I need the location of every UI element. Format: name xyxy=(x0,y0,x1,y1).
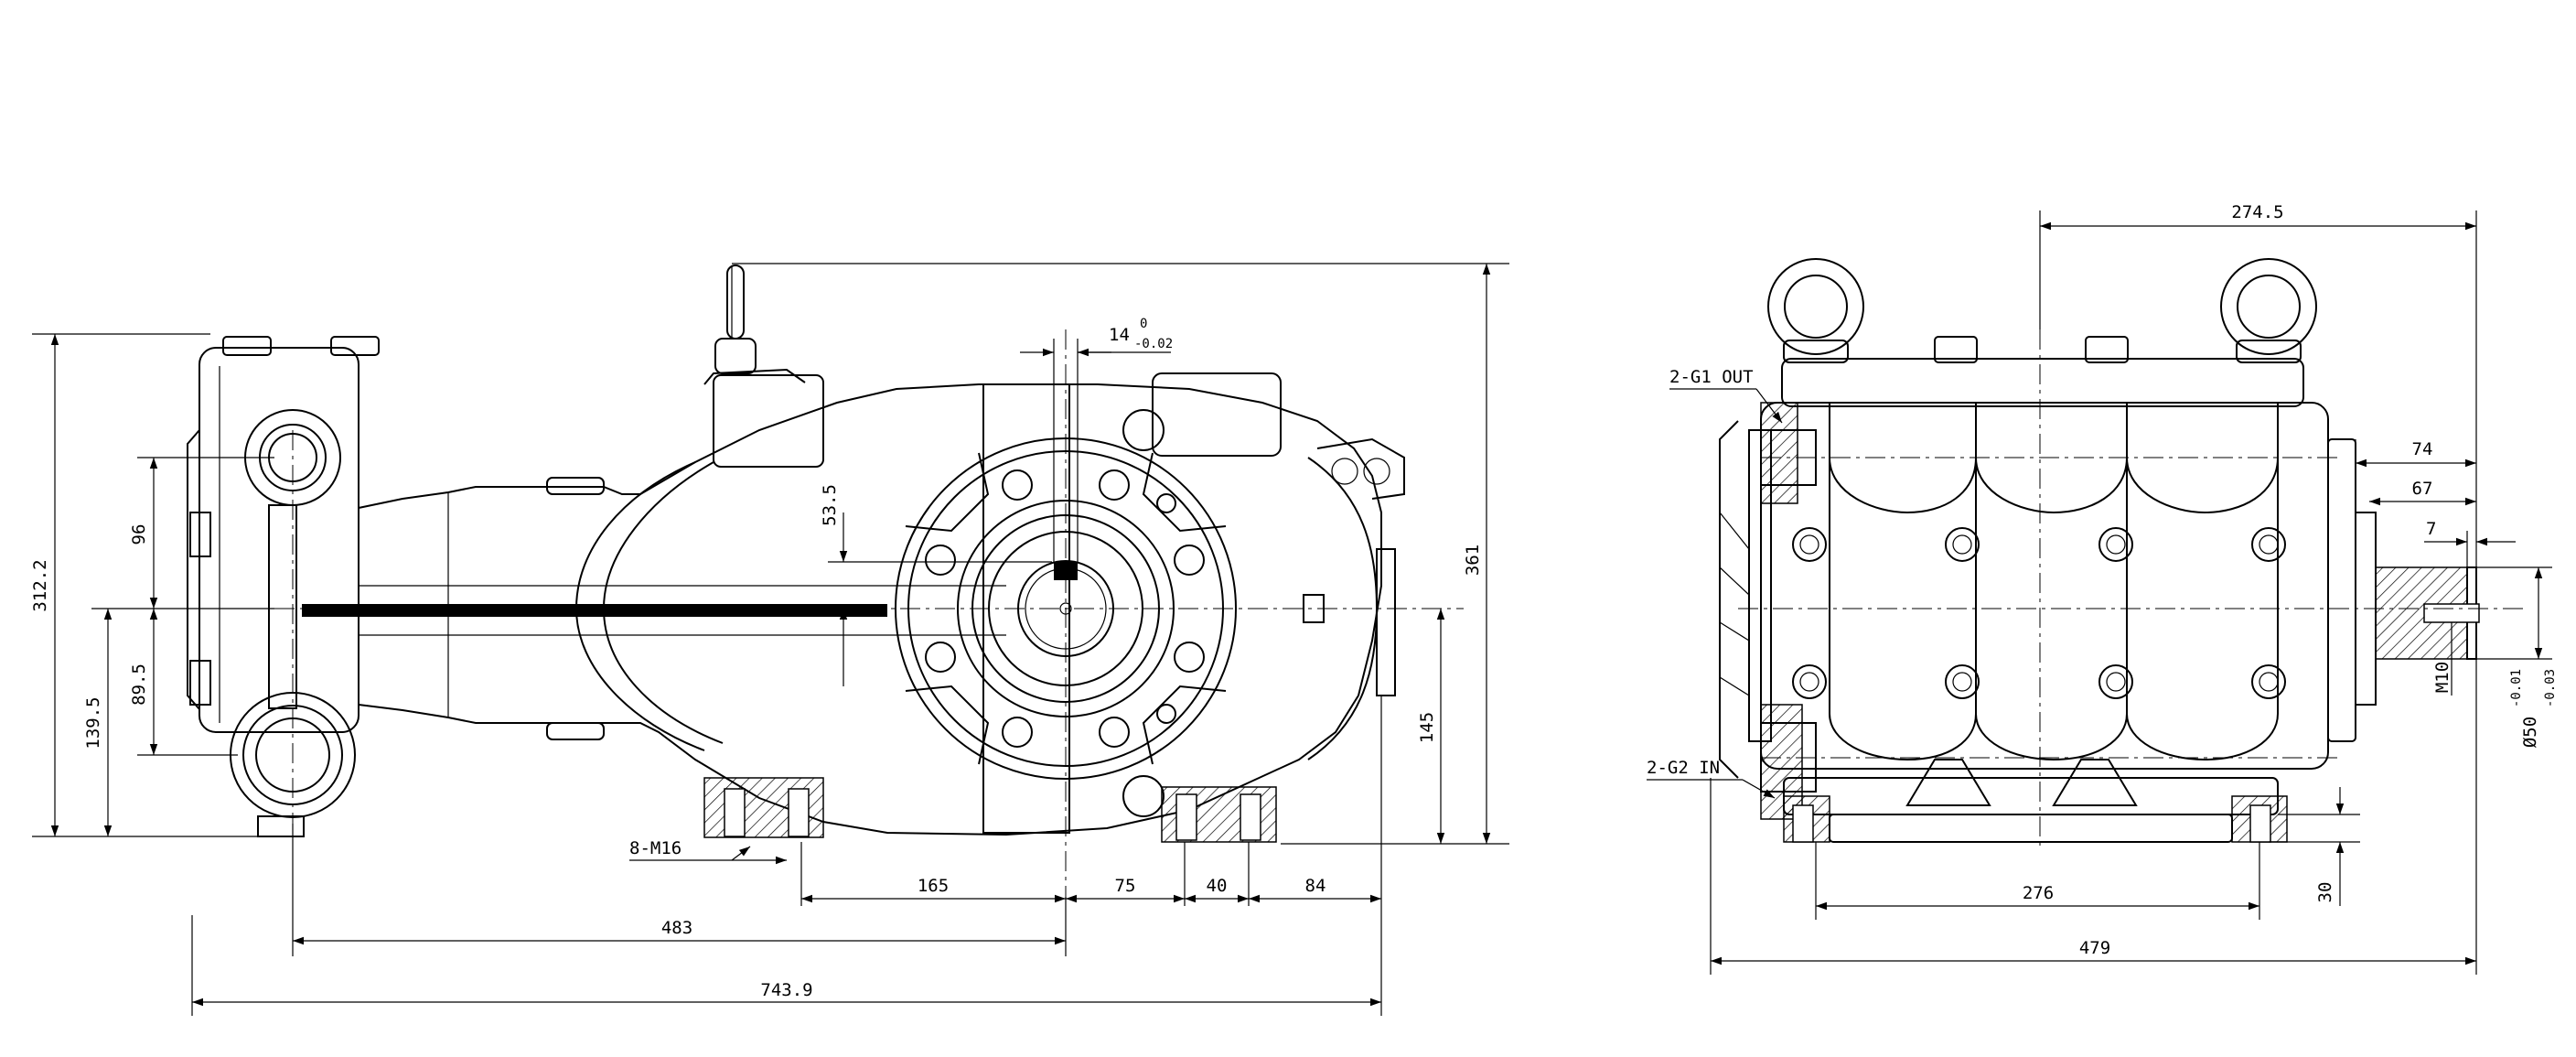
dim-8-m16: 8-M16 xyxy=(629,838,682,858)
dim-479: 479 xyxy=(2079,938,2110,958)
dim-67: 67 xyxy=(2412,479,2433,499)
dim-dia-50-tol-lower: -0.03 xyxy=(2543,669,2558,707)
front-shaft xyxy=(2327,438,2480,742)
dim-483: 483 xyxy=(661,918,692,938)
dim-m10: M10 xyxy=(2432,662,2453,693)
dim-30: 30 xyxy=(2315,882,2335,903)
side-feet xyxy=(703,777,1277,843)
dim-dia-50-tol-upper: -0.01 xyxy=(2509,669,2524,707)
dim-139-5: 139.5 xyxy=(83,696,103,749)
dim-14-tol-upper: 0 xyxy=(1140,317,1147,331)
dim-276: 276 xyxy=(2023,883,2054,903)
dim-145: 145 xyxy=(1417,712,1437,743)
dim-2-g1-out: 2-G1 OUT xyxy=(1669,367,1754,387)
dim-74: 74 xyxy=(2412,439,2433,459)
front-view: 274.5 2-G1 OUT 2-G2 IN 74 67 7 M10 xyxy=(1647,202,2558,975)
dim-743-9: 743.9 xyxy=(760,980,812,1000)
dim-274-5: 274.5 xyxy=(2231,202,2283,222)
side-body xyxy=(302,368,1382,836)
dim-40: 40 xyxy=(1207,876,1228,896)
dim-7: 7 xyxy=(2426,519,2436,539)
dim-53-5: 53.5 xyxy=(820,484,840,526)
front-ports xyxy=(1719,402,1817,820)
dim-14: 14 xyxy=(1109,325,1130,345)
side-manifold xyxy=(187,336,380,837)
side-view: 743.9 483 165 75 40 84 8-M16 361 145 xyxy=(30,263,1509,1016)
dim-2-g2-in: 2-G2 IN xyxy=(1647,758,1720,778)
front-feet xyxy=(1783,795,2288,843)
dim-361: 361 xyxy=(1463,545,1483,576)
side-dimensions: 743.9 483 165 75 40 84 8-M16 361 145 xyxy=(30,263,1509,1016)
dim-dia-50: Ø50 xyxy=(2520,717,2540,748)
dipstick xyxy=(714,264,757,374)
dim-75: 75 xyxy=(1115,876,1136,896)
dim-312-2: 312.2 xyxy=(30,559,50,611)
dim-84: 84 xyxy=(1305,876,1326,896)
dim-89-5: 89.5 xyxy=(129,663,149,706)
front-dimensions: 274.5 2-G1 OUT 2-G2 IN 74 67 7 M10 xyxy=(1647,202,2558,975)
dim-96: 96 xyxy=(129,524,149,545)
lifting-eyes xyxy=(1767,258,2317,363)
side-right-cover xyxy=(1303,437,1405,760)
dim-165: 165 xyxy=(918,876,949,896)
dim-14-tol-lower: -0.02 xyxy=(1134,337,1173,351)
front-manifold xyxy=(1748,336,2329,815)
